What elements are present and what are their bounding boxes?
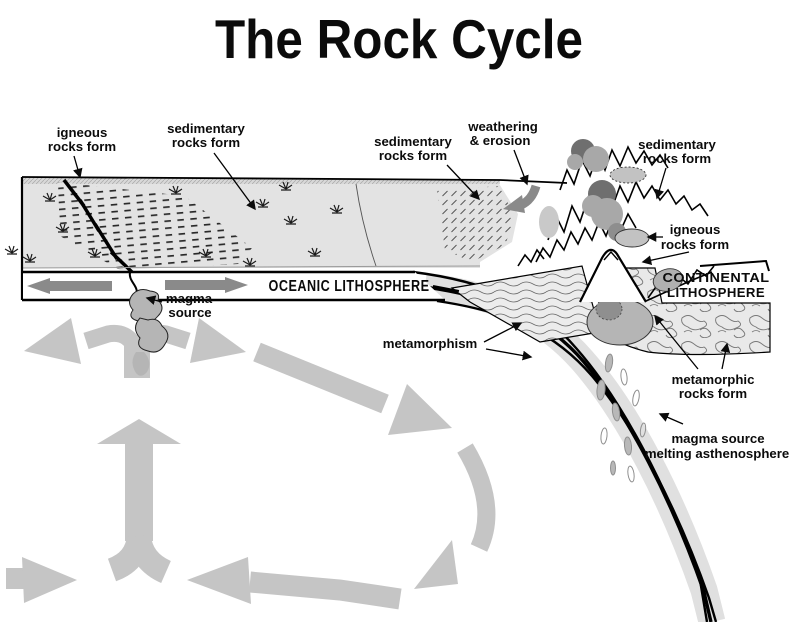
label-magma-source-ridge: magma source [145,291,213,320]
convection-arrow-downwelling [253,342,496,589]
leader-arrow [145,295,163,305]
svg-text:rocks form: rocks form [679,386,747,401]
svg-text:rocks form: rocks form [661,237,729,252]
label-sedimentary-rocks-form-mid: sedimentary rocks form [374,134,481,201]
svg-text:melting asthenosphere: melting asthenosphere [645,446,789,461]
continental-slope [437,186,515,262]
svg-text:rocks form: rocks form [379,148,447,163]
label-weathering-erosion: weathering & erosion [467,119,538,186]
plate-motion-arrows [27,277,248,294]
svg-text:igneous: igneous [57,125,108,140]
label-igneous-rocks-form-left: igneous rocks form [48,125,116,179]
seafloor-fracture-line [355,183,377,267]
mid-ocean-ridge [58,182,252,270]
igneous-intrusion [652,268,684,292]
convection-arrow-upwelling [97,419,181,583]
oceanic-lithosphere-label: OCEANIC LITHOSPHERE [269,278,430,295]
rising-magma-droplets [596,353,647,483]
lava-flows [609,166,650,248]
labels: igneous rocks form sedimentary rocks for… [48,119,789,461]
label-continental-lithosphere: CONTINENTAL LITHOSPHERE [663,270,770,300]
continental-surface-line [699,259,770,272]
svg-text:sedimentary: sedimentary [374,134,452,149]
svg-text:magma source: magma source [671,431,764,446]
svg-text:sedimentary: sedimentary [638,137,716,152]
svg-text:metamorphic: metamorphic [672,372,755,387]
svg-text:metamorphism: metamorphism [383,336,478,351]
leader-arrow [654,314,699,370]
mountain-scree [539,206,559,238]
leader-arrow [654,167,667,200]
label-magma-source-asthenosphere: magma source melting asthenosphere [645,412,789,461]
leader-arrow [446,164,481,201]
leader-arrow [485,348,533,361]
mantle-convection-arrows [6,318,496,610]
svg-text:rocks form: rocks form [643,151,711,166]
volcano-cone [579,248,647,303]
leader-arrow [720,342,731,370]
leader-arrow [658,412,684,425]
svg-text:sedimentary: sedimentary [167,121,245,136]
accretionary-wedge [450,265,601,343]
oceanic-lithosphere-band: OCEANIC LITHOSPHERE [22,270,460,376]
convection-arrow-bottom-right [187,557,402,610]
label-metamorphism: metamorphism [383,322,533,361]
leader-arrow [483,322,523,343]
svg-text:magma: magma [166,291,213,306]
svg-text:LITHOSPHERE: LITHOSPHERE [667,285,765,300]
svg-text:rocks form: rocks form [172,135,240,150]
leader-arrow [73,155,83,179]
svg-text:& erosion: & erosion [470,133,531,148]
svg-text:igneous: igneous [670,222,721,237]
leader-arrow [213,152,256,211]
volcano-smoke [567,139,626,241]
label-sedimentary-rocks-form-left: sedimentary rocks form [167,121,256,211]
convection-arrow-bottom-left [6,557,77,603]
leader-arrow [513,149,529,186]
leader-arrow [641,251,690,266]
volcano-crater [603,250,619,261]
svg-text:CONTINENTAL: CONTINENTAL [663,270,770,285]
ocean-surface-block [4,176,568,300]
svg-text:weathering: weathering [467,119,538,134]
weathering-transport-arrow [503,184,541,213]
svg-text:rocks form: rocks form [48,139,116,154]
svg-text:source: source [168,305,211,320]
page-title: The Rock Cycle [215,8,583,70]
label-igneous-rocks-form-right: igneous rocks form [641,222,729,266]
ridge-fault-lines [62,178,135,275]
label-sedimentary-rocks-form-right: sedimentary rocks form [638,137,717,200]
label-metamorphic-rocks-form: metamorphic rocks form [654,314,755,401]
